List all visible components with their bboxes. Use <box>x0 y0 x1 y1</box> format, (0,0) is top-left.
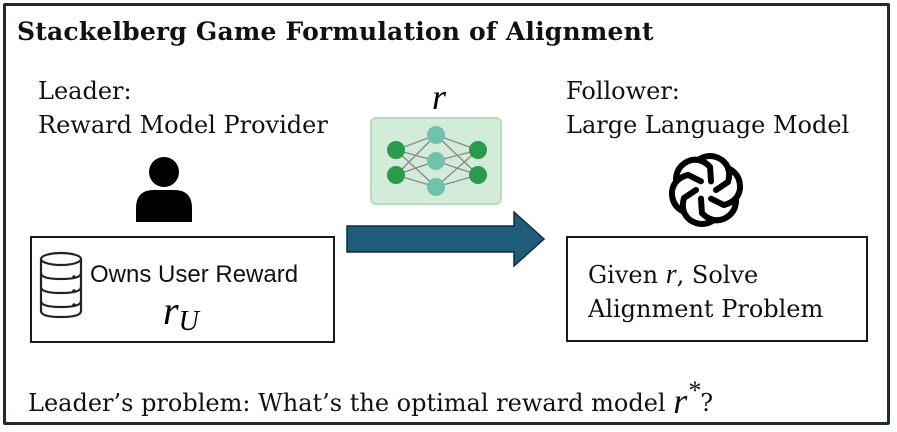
openai-logo-icon <box>669 153 743 227</box>
follower-description: Large Language Model <box>566 111 850 139</box>
user-reward-symbol: rU <box>163 288 199 337</box>
diagram-title: Stackelberg Game Formulation of Alignmen… <box>17 17 654 46</box>
database-icon <box>39 251 83 319</box>
follower-task-line2: Alignment Problem <box>588 295 824 323</box>
person-icon <box>136 157 192 222</box>
reward-model-symbol: r <box>432 77 447 117</box>
follower-label: Follower: Large Language Model <box>566 74 849 142</box>
leader-role: Leader: <box>38 77 132 105</box>
right-arrow <box>346 210 546 268</box>
leader-description: Reward Model Provider <box>38 111 328 139</box>
neural-network-icon <box>370 117 502 205</box>
owns-user-reward-label: Owns User Reward <box>90 261 299 288</box>
follower-task: Given r, Solve Alignment Problem <box>588 258 823 326</box>
follower-task-line1: Given r, Solve <box>588 259 759 290</box>
leader-label: Leader: Reward Model Provider <box>38 74 328 142</box>
follower-box <box>566 236 868 342</box>
optimal-reward-symbol: r* <box>673 376 701 421</box>
follower-role: Follower: <box>566 77 680 105</box>
leader-problem-question: Leader’s problem: What’s the optimal rew… <box>28 376 714 421</box>
